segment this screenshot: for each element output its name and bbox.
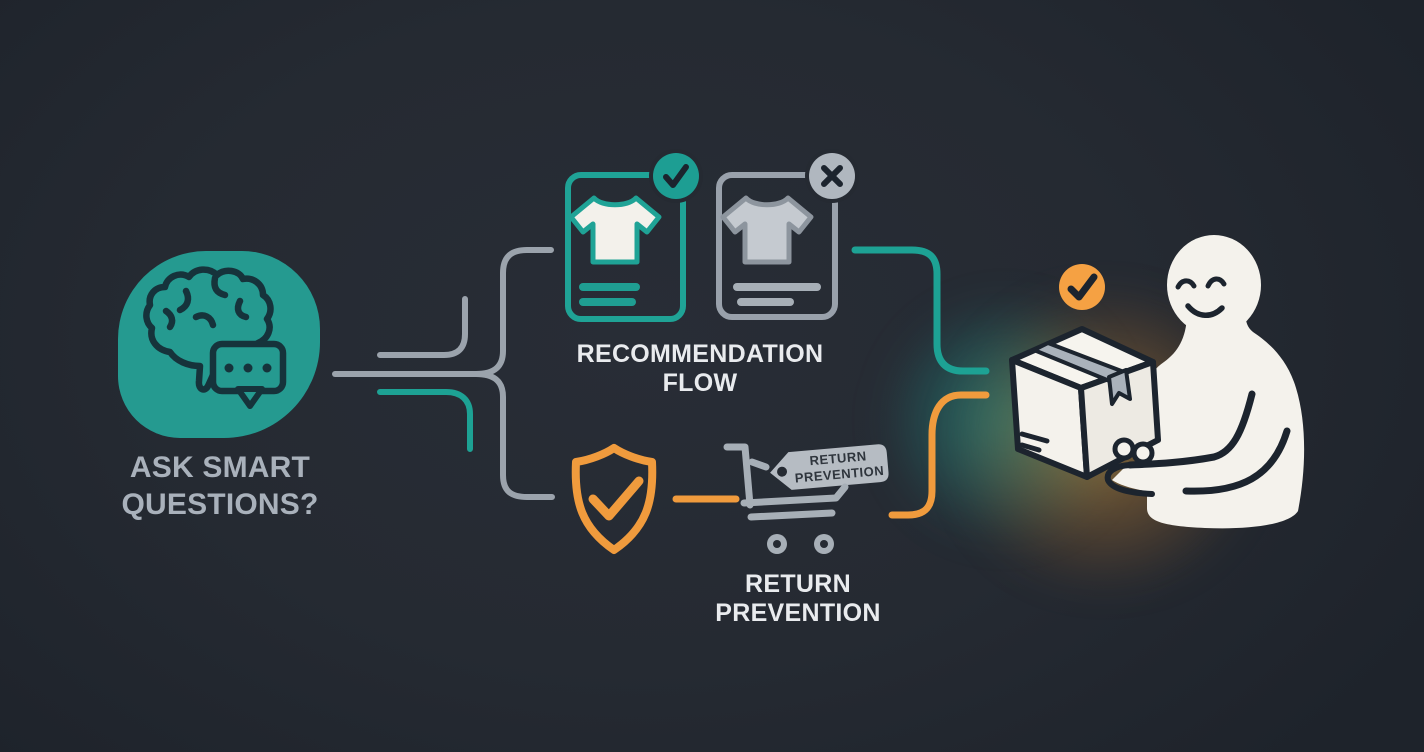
ask-label-line2: QUESTIONS? [121,488,319,521]
check-badge-teal-icon [653,153,699,199]
return-node-label: RETURN PREVENTION [648,570,948,628]
cart-and-tag-group: RETURN PREVENTION [723,443,889,554]
tshirt-approved-icon [568,195,662,265]
chat-bubble-icon [209,340,287,409]
ask-node-label: ASK SMART QUESTIONS? [70,449,370,523]
product-card-rejected [716,172,838,320]
brain-chat-icon-group [143,266,287,409]
check-badge-orange-icon [1059,264,1105,310]
recommendation-label-line1: RECOMMENDATION [576,340,824,368]
shield-check-icon [571,444,657,554]
card1-text-line [579,298,636,306]
recommendation-node-label: RECOMMENDATION FLOW [550,340,850,398]
ask-label-line1: ASK SMART [129,451,311,484]
shopping-cart-icon [723,443,849,521]
price-tag-icon: RETURN PREVENTION [770,444,889,490]
package-box-icon [1009,326,1161,480]
card2-text-line [733,283,821,291]
return-label-line1: RETURN [745,570,851,598]
hand-finger [1112,437,1136,461]
tshirt-icons [568,195,814,265]
hand-finger [1131,441,1155,465]
x-badge-gray-icon [809,153,855,199]
box-label-lines [1019,431,1050,453]
card2-text-line [737,298,794,306]
box-tape [1032,341,1132,406]
person-face [1175,276,1227,318]
recommendation-label-line2: FLOW [662,369,738,397]
card1-text-line [579,283,640,291]
person-arm [1104,390,1291,497]
return-label-line2: PREVENTION [715,599,881,627]
tshirt-rejected-icon [720,195,814,265]
tag-text-line1: RETURN [809,448,867,468]
product-card-approved [565,172,686,322]
